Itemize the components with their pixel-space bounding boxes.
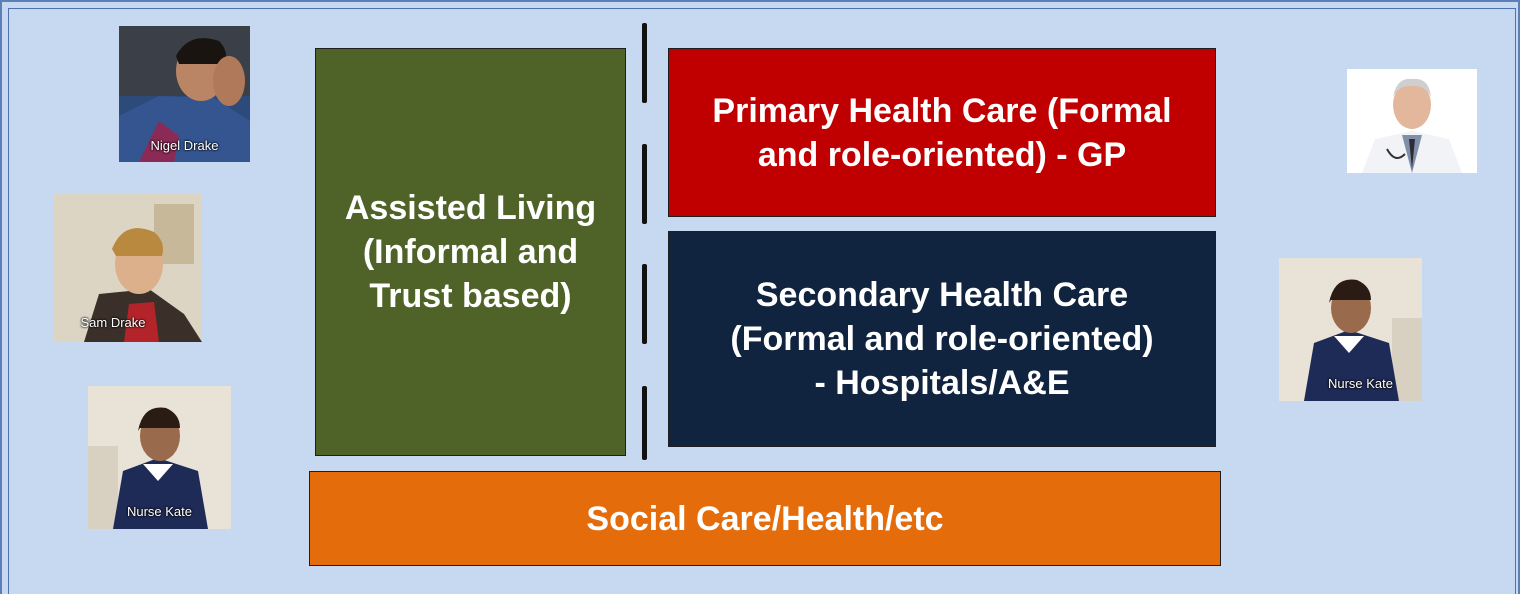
nurse-kate-caption-left: Nurse Kate (126, 504, 193, 519)
social-care-label: Social Care/Health/etc (586, 499, 944, 538)
nurse-portrait-icon (1279, 258, 1422, 401)
divider-dash (642, 386, 647, 460)
nurse-portrait-icon (88, 386, 231, 529)
assisted-living-label: Assisted Living (Informal and Trust base… (344, 189, 597, 315)
doctor-portrait-icon (1347, 69, 1477, 173)
assisted-living-box: Assisted Living (Informal and Trust base… (315, 48, 626, 456)
divider-dash (642, 23, 647, 103)
nurse-kate-photo-right: Nurse Kate (1279, 258, 1422, 401)
nigel-drake-photo: Nigel Drake (119, 26, 250, 162)
divider-dash (642, 264, 647, 344)
sam-drake-photo: Sam Drake (54, 194, 202, 342)
nurse-kate-caption-right: Nurse Kate (1327, 376, 1394, 391)
person-portrait-icon (119, 26, 250, 162)
social-care-box: Social Care/Health/etc (309, 471, 1221, 566)
secondary-care-box: Secondary Health Care (Formal and role-o… (668, 231, 1216, 447)
person-portrait-icon (54, 194, 202, 342)
primary-care-box: Primary Health Care (Formal and role-ori… (668, 48, 1216, 217)
nurse-kate-photo-left: Nurse Kate (88, 386, 231, 529)
nigel-drake-caption: Nigel Drake (150, 138, 219, 153)
secondary-care-label: Secondary Health Care (Formal and role-o… (730, 276, 1154, 402)
sam-drake-caption: Sam Drake (80, 315, 146, 330)
divider-dash (642, 144, 647, 224)
doctor-photo (1347, 69, 1477, 173)
primary-care-label: Primary Health Care (Formal and role-ori… (712, 91, 1172, 174)
